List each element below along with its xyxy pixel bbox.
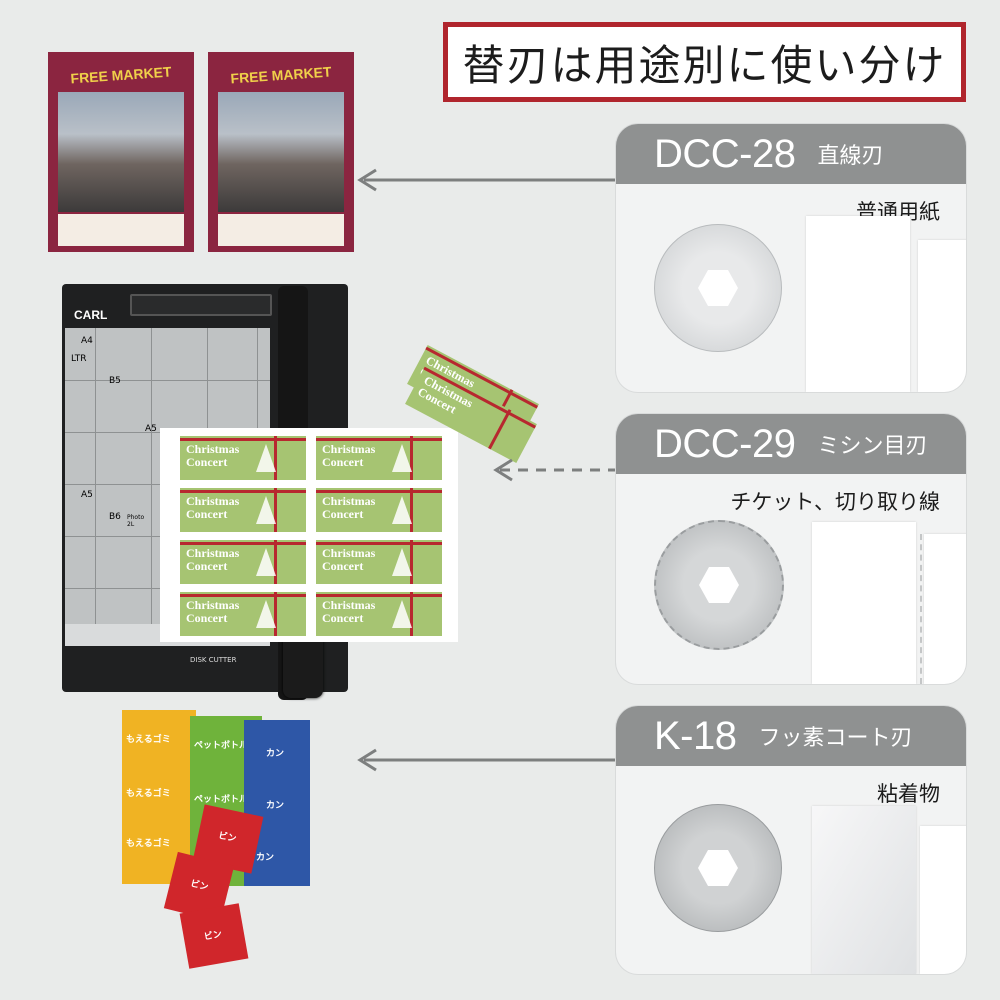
- ticket-line1: Christmas: [322, 546, 376, 560]
- ticket-line1: Christmas: [186, 494, 240, 508]
- size-mark-a5: A5: [145, 424, 157, 434]
- ticket-line1: Christmas: [322, 442, 376, 456]
- blade-type: 直線刃: [817, 144, 884, 169]
- flyer-footer: [58, 214, 184, 246]
- ticket-line1: Christmas: [186, 598, 240, 612]
- ticket-line2: Concert: [322, 507, 364, 521]
- sort-label-text: もえるゴミ: [126, 839, 171, 849]
- perforation-blade-icon: [654, 520, 784, 650]
- ticket-line1: Christmas: [186, 546, 240, 560]
- size-mark-b6: B6: [109, 512, 121, 522]
- paper-sample-cut: [918, 240, 966, 392]
- size-mark-a4: A4: [81, 336, 93, 346]
- sort-label-text: ビン: [189, 879, 210, 894]
- cutter-brand: CARL: [74, 308, 108, 322]
- ticket-line1: Christmas: [322, 598, 376, 612]
- flyer-footer: [218, 214, 344, 246]
- pointer-arrows: [357, 168, 618, 772]
- sort-label-text: カン: [266, 749, 285, 759]
- flyer-title: FREE MARKET: [230, 63, 332, 87]
- flyer-sample-2: FREE MARKET: [208, 52, 354, 252]
- sort-label-text: もえるゴミ: [126, 789, 171, 799]
- sort-label-text: カン: [266, 801, 285, 811]
- blade-model: DCC-29: [654, 421, 796, 466]
- sort-label-text: もえるゴミ: [126, 735, 171, 745]
- arrow-head-1: [357, 168, 377, 192]
- fluorine-coated-blade-icon: [654, 804, 782, 932]
- blade-usage: 粘着物: [877, 782, 940, 806]
- arrow-head-3: [357, 748, 377, 772]
- paper-sample-perforated: [924, 534, 966, 684]
- sort-label-text: カン: [256, 853, 275, 863]
- flyer-photo: [218, 92, 344, 212]
- blade-model: DCC-28: [654, 131, 796, 176]
- card-header: K-18 フッ素コート刃: [616, 706, 966, 766]
- ticket-line2: Concert: [322, 455, 364, 469]
- hex-hole-icon: [699, 567, 739, 603]
- sort-label-text: ビン: [217, 831, 238, 845]
- ticket-line1: Christmas: [186, 442, 240, 456]
- blade-type: ミシン目刃: [817, 434, 928, 459]
- paper-sample: [812, 522, 916, 684]
- card-header: DCC-29 ミシン目刃: [616, 414, 966, 474]
- sort-label-text: ペットボトル: [194, 795, 249, 805]
- flyer-sample-1: FREE MARKET: [48, 52, 194, 252]
- arrow-head-2: [493, 458, 513, 482]
- blade-type: フッ素コート刃: [758, 726, 913, 751]
- paper-sample: [806, 216, 910, 392]
- blade-usage: チケット、切り取り線: [730, 490, 940, 514]
- blade-card-k18: K-18 フッ素コート刃 粘着物: [616, 706, 966, 974]
- handle-slot: [130, 294, 272, 316]
- flyer-photo: [58, 92, 184, 212]
- sort-label-can: カン カン カン: [244, 720, 310, 886]
- blade-model: K-18: [654, 713, 737, 758]
- ticket-line2: Concert: [186, 611, 228, 625]
- ticket-line2: Concert: [186, 507, 228, 521]
- sort-label-bottle: ビン: [179, 903, 249, 969]
- hex-hole-icon: [698, 270, 738, 306]
- headline: 替刃は用途別に使い分け: [443, 22, 966, 102]
- ticket-line2: Concert: [186, 559, 228, 573]
- blade-card-dcc29: DCC-29 ミシン目刃 チケット、切り取り線: [616, 414, 966, 684]
- size-mark-photo: Photo 2L: [127, 514, 145, 528]
- cutter-label: DISK CUTTER: [190, 656, 237, 664]
- ticket-line2: Concert: [322, 611, 364, 625]
- ticket-line2: Concert: [186, 455, 228, 469]
- blade-card-dcc28: DCC-28 直線刃 普通用紙: [616, 124, 966, 392]
- size-mark-a5-2: A5: [81, 490, 93, 500]
- flyer-title: FREE MARKET: [70, 63, 172, 87]
- sticker-sample: [812, 806, 916, 974]
- sticker-sample-cut: [920, 826, 966, 974]
- sort-label-text: ビン: [203, 929, 223, 943]
- ticket-line2: Concert: [322, 559, 364, 573]
- card-header: DCC-28 直線刃: [616, 124, 966, 184]
- sort-label-text: ペットボトル: [194, 741, 249, 751]
- size-mark-b5: B5: [109, 376, 121, 386]
- size-mark-ltr: LTR: [71, 354, 87, 364]
- straight-blade-icon: [654, 224, 782, 352]
- hex-hole-icon: [698, 850, 738, 886]
- ticket-line1: Christmas: [322, 494, 376, 508]
- perforation-line: [920, 534, 922, 684]
